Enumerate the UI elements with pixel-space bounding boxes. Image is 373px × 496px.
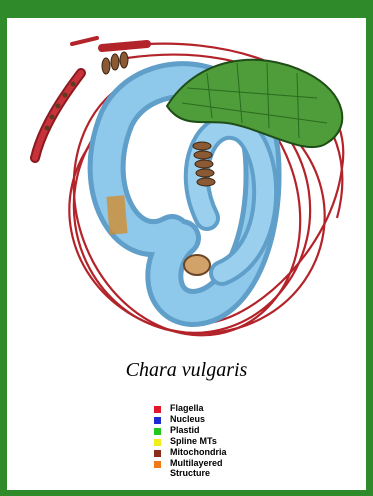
legend-item-plastid: Plastid: [154, 425, 260, 435]
legend-label: Multilayered Structure: [170, 458, 260, 478]
legend-item-multilayered-structure: Multilayered Structure: [154, 458, 260, 478]
legend-swatch: [154, 428, 161, 435]
sperm-cell-illustration: [7, 18, 366, 378]
illustration-panel: Chara vulgaris Flagella Nucleus Plastid …: [7, 18, 366, 490]
legend-item-spline-mts: Spline MTs: [154, 436, 260, 446]
legend-item-nucleus: Nucleus: [154, 414, 260, 424]
legend-item-mitochondria: Mitochondria: [154, 447, 260, 457]
legend-item-flagella: Flagella: [154, 403, 260, 413]
legend-label: Nucleus: [170, 414, 260, 424]
legend-swatch: [154, 450, 161, 457]
legend-swatch: [154, 461, 161, 468]
legend-swatch: [154, 417, 161, 424]
legend-swatch: [154, 406, 161, 413]
legend-label: Flagella: [170, 403, 260, 413]
legend-label: Mitochondria: [170, 447, 260, 457]
legend-swatch: [154, 439, 161, 446]
species-caption: Chara vulgaris: [7, 359, 366, 382]
legend-label: Plastid: [170, 425, 260, 435]
legend: Flagella Nucleus Plastid Spline MTs Mito…: [154, 403, 260, 479]
legend-label: Spline MTs: [170, 436, 260, 446]
